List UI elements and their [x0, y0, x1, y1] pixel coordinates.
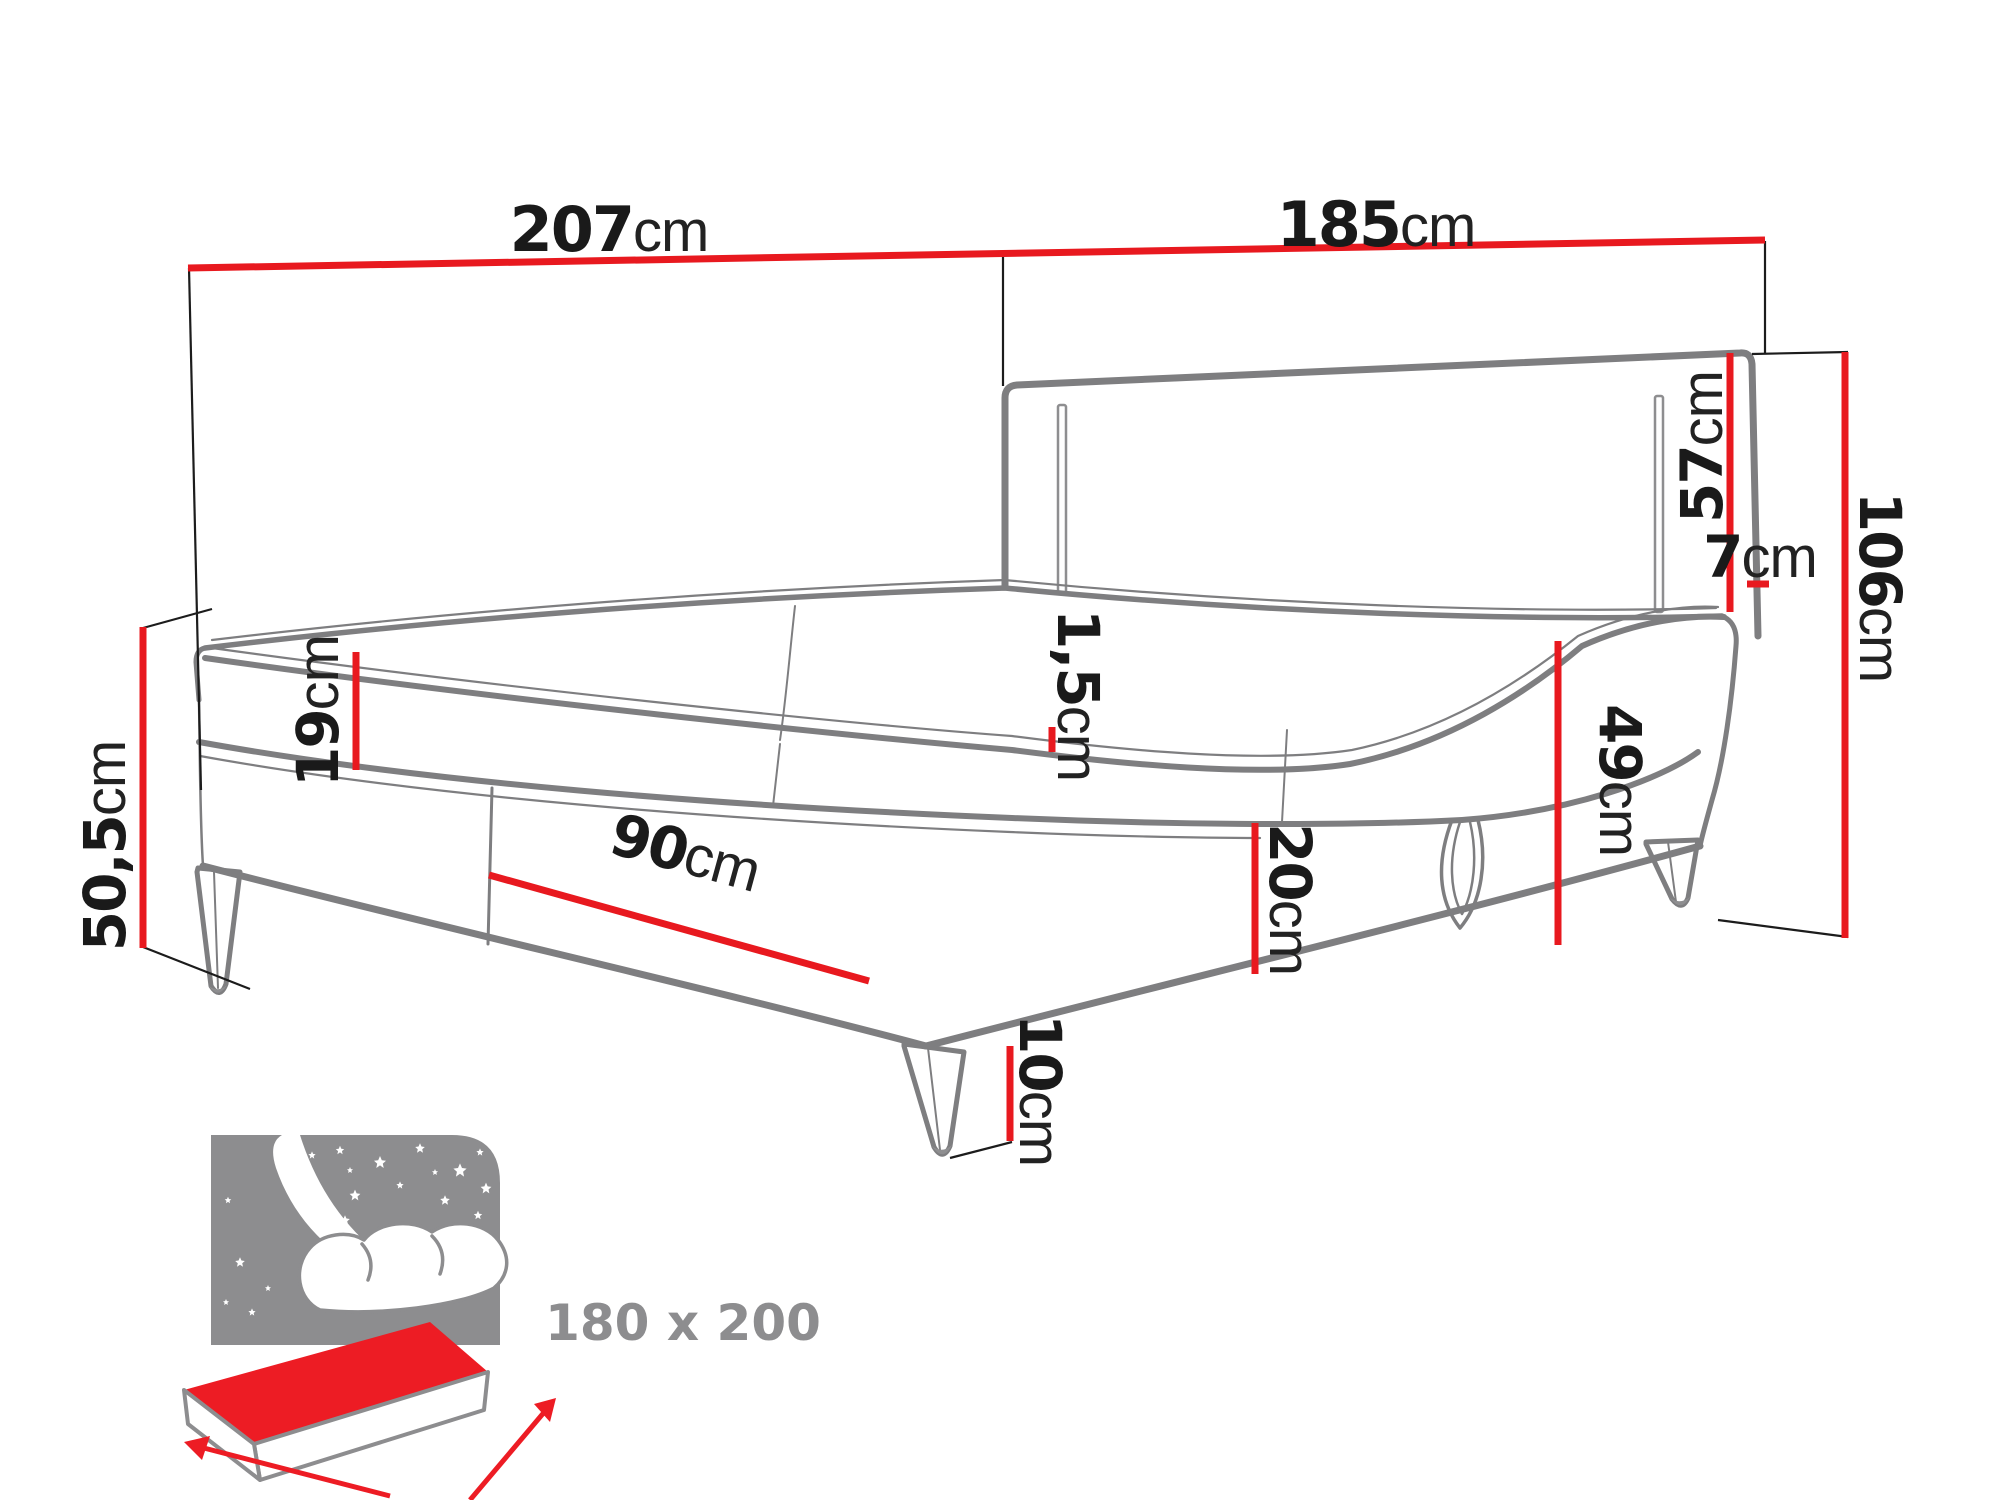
bed-leg-front-middle	[901, 1041, 967, 1157]
label-total-height: 106cm	[1846, 492, 1914, 682]
dimension-lines	[139, 236, 1849, 1141]
bed-leg-front-left	[194, 865, 243, 995]
icon-length-arrow	[468, 1398, 556, 1500]
label-headboard-thickness: 7cm	[1703, 523, 1817, 591]
icon-duvet	[297, 1221, 509, 1314]
dim-line-storage-flap	[488, 871, 870, 985]
label-headboard-width: 185cm	[1277, 188, 1476, 261]
bed-size-icon: 180 x 200	[182, 1135, 821, 1500]
headboard-led-slit-right	[1653, 394, 1665, 614]
label-leg-height: 10cm	[1006, 1014, 1074, 1166]
mattress-split-seam-top	[779, 605, 796, 741]
storage-handle-loop	[1439, 818, 1485, 930]
label-bed-length: 207cm	[510, 193, 709, 266]
base-bottom-edge	[199, 842, 1704, 1050]
mattress-back-edge-piping	[210, 578, 1718, 642]
base-top-lip	[198, 754, 1262, 840]
bed-leg-right	[1643, 837, 1701, 908]
label-storage-flap: 90cm	[603, 800, 768, 906]
bed-right-profile	[1697, 614, 1739, 849]
icon-width-arrow	[184, 1436, 391, 1499]
label-base-band: 20cm	[1256, 823, 1324, 975]
dimension-labels: 207cm 185cm 57cm 7cm 106cm 50,5cm 19cm 1…	[71, 188, 1914, 1166]
headboard-led-slit-left	[1056, 403, 1068, 602]
mattress-front-edge	[202, 613, 1727, 773]
label-headboard-height: 57cm	[1668, 371, 1736, 523]
icon-mattress-top	[184, 1322, 488, 1444]
mattress-split-seam-front	[772, 743, 781, 807]
mattress-front-edge-piping	[210, 605, 1720, 757]
label-topper-lip: 1,5cm	[1044, 609, 1112, 781]
mattress-base-seam	[196, 739, 1701, 828]
dim-line-length-and-width	[187, 236, 1766, 272]
icon-size-text: 180 x 200	[545, 1294, 821, 1352]
mattress-back-edge	[202, 585, 1725, 651]
headboard-panel	[1001, 349, 1762, 640]
label-mattress-height: 19cm	[284, 635, 352, 787]
extension-lines	[142, 241, 1849, 1160]
label-side-height: 50,5cm	[71, 741, 139, 951]
label-base-height: 49cm	[1586, 704, 1654, 856]
bed-drawing	[193, 349, 1762, 1157]
icon-duvet-fold-right	[430, 1234, 445, 1276]
mattress-band-seam-right	[1281, 729, 1288, 823]
mattress-top-surface	[205, 588, 1722, 772]
icon-duvet-fold-left	[360, 1242, 373, 1282]
base-storage-divider	[486, 786, 494, 946]
